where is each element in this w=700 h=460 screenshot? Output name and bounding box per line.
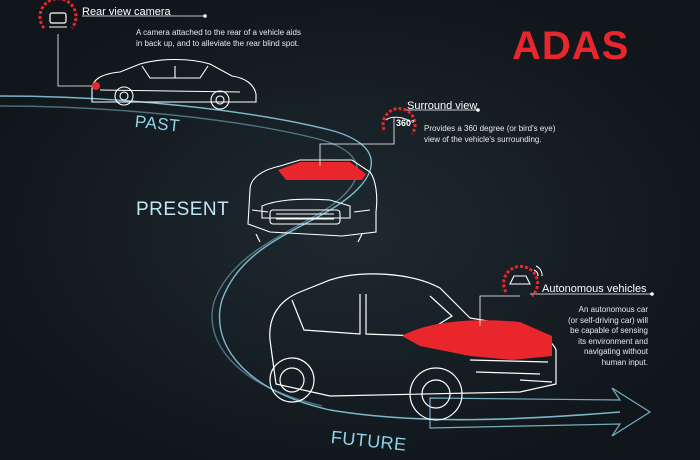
rear-camera-icon [38,0,78,29]
feature-title-autonomous: Autonomous vehicles [542,283,647,295]
callout-end-dot [476,108,480,112]
desc-line: view of the vehicle's surrounding. [424,134,542,144]
present-sports-car [247,159,378,243]
feature-desc-surround-view: Provides a 360 degree (or bird's eye) vi… [424,124,555,145]
autonomous-car-icon [502,264,543,298]
desc-line: navigating without [583,347,648,356]
feature-title-rear-camera: Rear view camera [82,6,171,18]
desc-line: An autonomous car [578,305,648,314]
desc-line: in back up, and to alleviate the rear bl… [136,38,300,48]
future-autonomous-car [269,273,557,421]
past-sedan-car [91,59,257,110]
surround-view-roof [278,162,366,180]
feature-title-surround-view: Surround view [407,100,478,112]
desc-line: Provides a 360 degree (or bird's eye) [424,124,556,133]
future-arrow [429,387,652,437]
rear-camera-dot [92,82,100,90]
desc-line: human input. [601,357,648,367]
360-icon-label: 360° [396,118,415,128]
desc-line: A camera attached to the rear of a vehic… [136,28,301,37]
autonomous-callout [479,293,652,326]
callout-end-dot [203,14,207,18]
rear-camera-callout [57,15,205,87]
desc-line: be capable of sensing [570,326,648,335]
era-label-present: PRESENT [136,199,230,220]
autonomous-hood [402,320,552,360]
timeline-path [0,95,621,421]
desc-line: (or self-driving car) will [567,315,648,325]
desc-line: its environment and [578,336,648,346]
360-view-icon [381,107,417,135]
page-title: ADAS [512,24,630,68]
feature-desc-rear-camera: A camera attached to the rear of a vehic… [136,28,301,49]
surround-view-callout [319,109,478,166]
feature-desc-autonomous: An autonomous car (or self-driving car) … [560,305,648,368]
callout-end-dot [650,292,654,296]
